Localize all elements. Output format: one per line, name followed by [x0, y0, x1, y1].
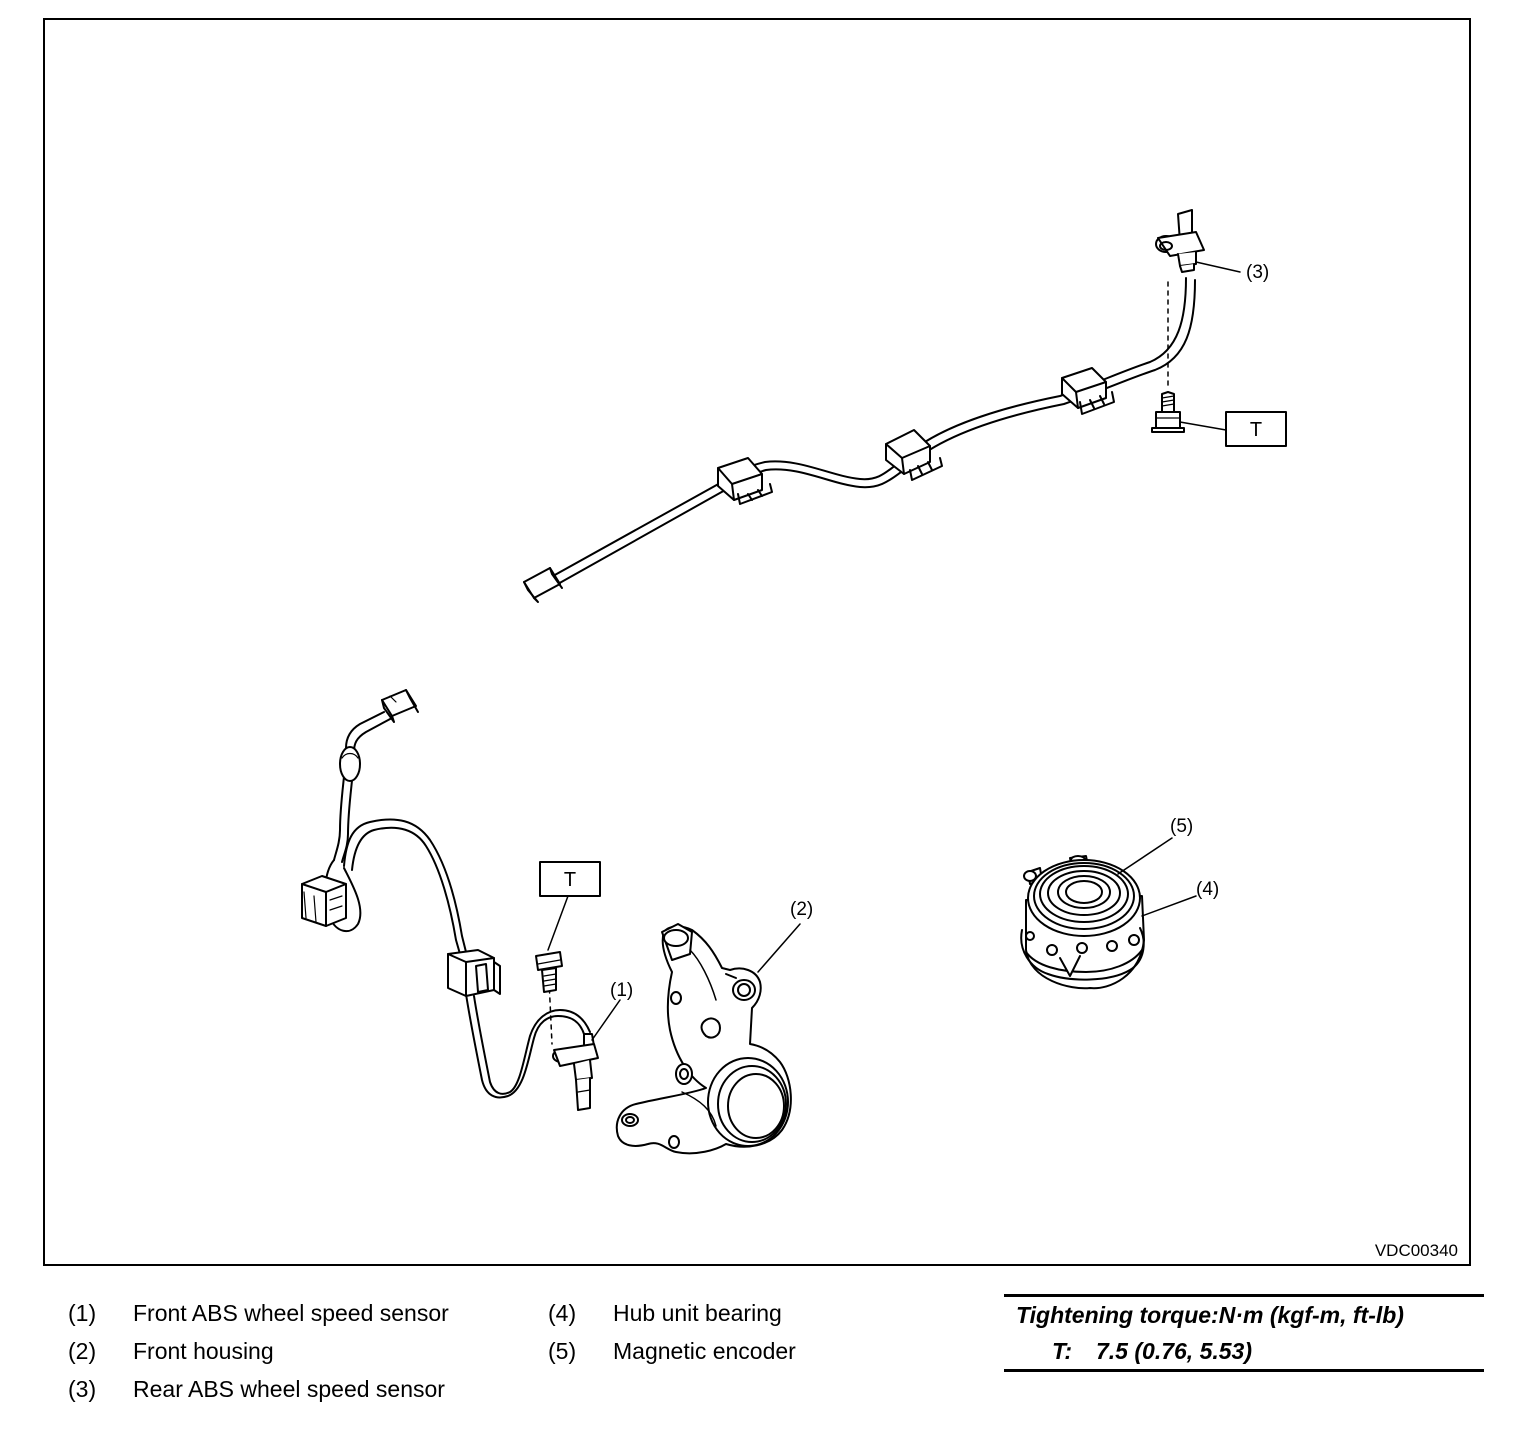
torque-heading: Tightening torque:N·m (kgf-m, ft-lb): [1016, 1302, 1404, 1328]
legend-num-3: (3): [68, 1376, 97, 1402]
callout-5: (5): [1170, 816, 1193, 837]
torque-box-rear: T: [1225, 411, 1287, 447]
front-harness-connector-icon: [381, 689, 419, 723]
callout-1: (1): [610, 980, 633, 1001]
harness-clip-icon: [447, 949, 501, 997]
torque-bottom-rule: [1004, 1369, 1484, 1372]
torque-t-label: T:: [1052, 1338, 1073, 1364]
torque-box-front-label: T: [564, 869, 576, 891]
grommet-icon: [339, 746, 361, 782]
hub-unit-bearing-icon: [1020, 837, 1197, 990]
torque-top-rule: [1004, 1294, 1484, 1297]
legend-label-3: Rear ABS wheel speed sensor: [133, 1376, 445, 1402]
callout-2: (2): [790, 899, 813, 920]
front-bolt-icon: [535, 951, 563, 993]
legend-num-4: (4): [548, 1300, 577, 1326]
harness-clip-icon: [1061, 367, 1115, 415]
diagram-frame: [43, 18, 1471, 1266]
rear-abs-sensor-harness: [523, 209, 1241, 603]
legend-label-5: Magnetic encoder: [613, 1338, 796, 1364]
harness-clip-icon: [717, 457, 773, 505]
callout-4: (4): [1196, 879, 1219, 900]
callout-3: (3): [1246, 262, 1269, 283]
figure-code: VDC00340: [1375, 1241, 1458, 1260]
torque-box-front: T: [539, 861, 601, 897]
rear-harness-connector-icon: [523, 567, 563, 603]
torque-box-rear-label: T: [1250, 419, 1262, 441]
front-sensor-head-icon: [552, 1033, 599, 1111]
torque-t-value: 7.5 (0.76, 5.53): [1096, 1338, 1252, 1364]
legend-num-2: (2): [68, 1338, 97, 1364]
harness-clip-icon: [301, 875, 347, 927]
front-abs-sensor-harness: [301, 689, 621, 1111]
legend-num-1: (1): [68, 1300, 97, 1326]
harness-clip-icon: [885, 429, 943, 481]
legend-label-1: Front ABS wheel speed sensor: [133, 1300, 449, 1326]
legend-num-5: (5): [548, 1338, 577, 1364]
front-housing-icon: [615, 923, 801, 1155]
legend-label-4: Hub unit bearing: [613, 1300, 782, 1326]
rear-sensor-head-icon: [1155, 209, 1205, 273]
rear-bolt-icon: [1151, 391, 1185, 433]
legend-label-2: Front housing: [133, 1338, 274, 1364]
